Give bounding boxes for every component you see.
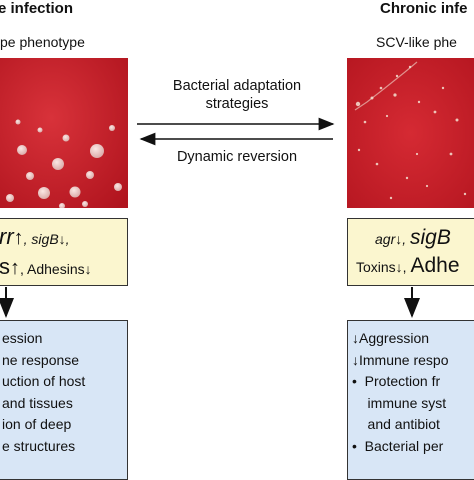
left-reg-toxins-fragment: s	[0, 254, 10, 279]
right-outcome-box: ↓Aggression ↓Immune respo • Protection f…	[347, 320, 474, 480]
right-reg-gene: agr↓,	[375, 231, 411, 247]
right-reg-sigb: sigB	[410, 226, 451, 249]
left-reg-gene-fragment: rr	[0, 224, 14, 249]
left-outcome-item: uction of host	[2, 373, 86, 389]
right-outcome-item: ↓Immune respo	[352, 351, 449, 368]
left-regulation-box: rr↑, sigB↓, s↑, Adhesins↓	[0, 218, 128, 286]
right-title: Chronic infe	[380, 0, 468, 17]
right-outcome-item: and antibiot	[352, 416, 440, 432]
left-reg-line2-rest: , Adhesins↓	[20, 261, 92, 277]
reversion-label: Dynamic reversion	[176, 149, 298, 165]
left-outcome-item: ne response	[2, 351, 80, 368]
right-regulation-box: agr↓, sigB Toxins↓, Adhe	[347, 218, 474, 286]
right-reg-adhesins: Adhe	[410, 254, 460, 277]
right-outcome-item: • Bacterial per	[352, 437, 444, 454]
left-title: e infection	[0, 0, 74, 17]
right-agar-plate-image	[347, 58, 474, 208]
right-subtitle: SCV-like phe	[376, 34, 457, 50]
left-agar-plate-image	[0, 58, 128, 208]
adaptation-label-line1: Bacterial adaptation	[172, 78, 302, 94]
right-outcome-item: • Protection fr	[352, 373, 441, 389]
left-outcome-item: and tissues	[2, 394, 73, 411]
left-reg-toxins-arrow: ↑	[10, 257, 20, 279]
left-agar-plate-svg	[0, 58, 128, 208]
left-reg-up-arrow: ↑	[13, 227, 24, 249]
left-outcome-item: e structures	[2, 437, 76, 454]
adaptation-label-line2: strategies	[205, 96, 269, 112]
left-outcome-item: ion of deep	[2, 416, 72, 432]
left-outcome-item: ession	[2, 330, 43, 346]
left-reg-line1-rest: , sigB↓,	[23, 231, 70, 247]
right-reg-toxins: Toxins↓,	[356, 259, 411, 275]
left-subtitle: pe phenotype	[0, 34, 85, 50]
right-outcome-item: immune syst	[352, 394, 447, 411]
right-agar-plate-svg	[347, 58, 474, 208]
left-outcome-box: ession ne response uction of host and ti…	[0, 320, 128, 480]
right-outcome-item: ↓Aggression	[352, 330, 430, 346]
